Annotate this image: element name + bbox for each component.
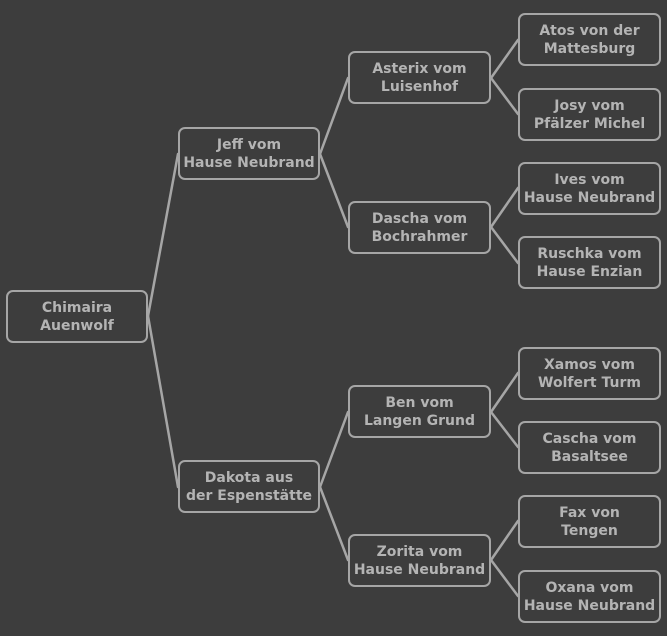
connector-ds-dss — [489, 371, 520, 414]
connector-ds-dsd — [489, 410, 520, 449]
connector-dam-sire — [318, 410, 350, 489]
connector-dd-dds — [489, 519, 520, 562]
connector-dam-dam — [318, 485, 350, 562]
connector-dog-dam — [146, 314, 180, 489]
connector-sire-dam — [318, 152, 350, 229]
connector-sire-sire — [318, 76, 350, 156]
connector-ss-sss — [489, 38, 520, 80]
connector-sd-sds — [489, 186, 520, 229]
connector-dd-ddd — [489, 558, 520, 598]
connector-ss-ssd — [489, 76, 520, 116]
connector-sd-sdd — [489, 225, 520, 265]
connector-dog-sire — [146, 152, 180, 318]
